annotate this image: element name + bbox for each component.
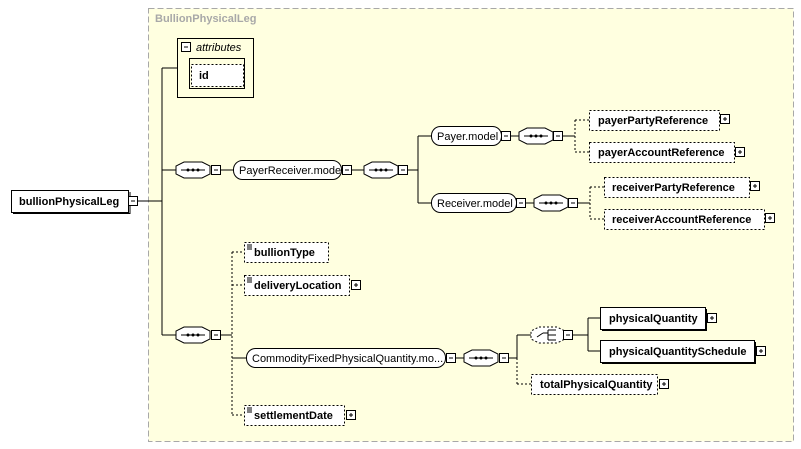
group-title: BullionPhysicalLeg: [155, 13, 256, 25]
svg-text:payerAccountReference: payerAccountReference: [598, 147, 725, 159]
group-CommodityFixedPhysicalQuantity-model[interactable]: CommodityFixedPhysicalQuantity.mo...: [246, 348, 456, 368]
svg-text:physicalQuantitySchedule: physicalQuantitySchedule: [609, 346, 747, 358]
element-deliveryLocation[interactable]: deliveryLocation: [244, 275, 361, 296]
element-receiverAccountReference[interactable]: receiverAccountReference: [604, 209, 775, 230]
svg-text:CommodityFixedPhysicalQuantity: CommodityFixedPhysicalQuantity.mo...: [252, 353, 443, 365]
sequence-compositor-icon[interactable]: [175, 326, 221, 344]
root-element-bullionPhysicalLeg[interactable]: bullionPhysicalLeg: [11, 190, 131, 215]
sequence-compositor-icon[interactable]: [463, 349, 509, 367]
sequence-compositor-icon[interactable]: [175, 161, 221, 179]
element-physicalQuantity[interactable]: physicalQuantity: [600, 307, 717, 332]
attributes-label: attributes: [196, 42, 242, 54]
sequence-compositor-icon[interactable]: [518, 127, 563, 145]
attribute-id[interactable]: [191, 64, 244, 87]
collapse-icon[interactable]: [128, 196, 138, 206]
connector-lines: [138, 67, 604, 416]
svg-text:Payer.model: Payer.model: [437, 131, 498, 143]
group-Receiver-model[interactable]: Receiver.model: [431, 193, 526, 213]
svg-text:id: id: [199, 70, 209, 82]
element-settlementDate[interactable]: settlementDate: [244, 405, 356, 426]
element-payerPartyReference[interactable]: payerPartyReference: [589, 110, 730, 131]
svg-text:totalPhysicalQuantity: totalPhysicalQuantity: [540, 379, 653, 391]
element-physicalQuantitySchedule[interactable]: physicalQuantitySchedule: [600, 340, 766, 365]
group-PayerReceiver-model[interactable]: PayerReceiver.model: [233, 160, 352, 180]
group-Payer-model[interactable]: Payer.model: [431, 126, 511, 146]
element-bullionType[interactable]: bullionType: [244, 242, 329, 263]
svg-text:settlementDate: settlementDate: [254, 410, 333, 422]
element-totalPhysicalQuantity[interactable]: totalPhysicalQuantity: [531, 374, 669, 395]
svg-text:physicalQuantity: physicalQuantity: [609, 313, 699, 325]
svg-text:receiverAccountReference: receiverAccountReference: [612, 214, 751, 226]
svg-text:PayerReceiver.model: PayerReceiver.model: [239, 165, 344, 177]
svg-text:deliveryLocation: deliveryLocation: [254, 280, 342, 292]
svg-text:payerPartyReference: payerPartyReference: [598, 115, 708, 127]
svg-text:bullionType: bullionType: [254, 247, 315, 259]
sequence-compositor-icon[interactable]: [533, 194, 578, 212]
element-receiverPartyReference[interactable]: receiverPartyReference: [604, 177, 760, 198]
svg-text:bullionPhysicalLeg: bullionPhysicalLeg: [19, 196, 119, 208]
sequence-compositor-icon[interactable]: [363, 161, 408, 179]
element-payerAccountReference[interactable]: payerAccountReference: [589, 142, 745, 163]
svg-text:receiverPartyReference: receiverPartyReference: [612, 182, 735, 194]
choice-compositor-icon[interactable]: [530, 326, 573, 344]
attributes-box: attributes id: [177, 38, 254, 98]
svg-text:Receiver.model: Receiver.model: [437, 198, 513, 210]
